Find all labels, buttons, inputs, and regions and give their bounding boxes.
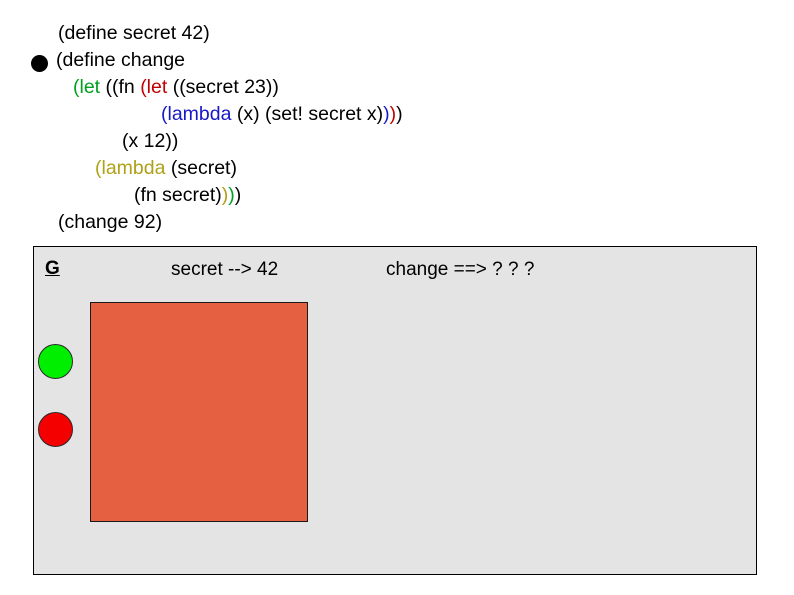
code-token: (secret) (165, 157, 237, 179)
code-token: ) (389, 103, 397, 125)
code-token: ((secret 23)) (167, 76, 279, 98)
code-token: (fn secret) (134, 184, 222, 206)
binding-change: change ==> ? ? ? (386, 259, 535, 280)
red-env-circle (38, 412, 73, 447)
code-token: (define secret 42) (58, 22, 210, 44)
code-token: ((fn (100, 76, 141, 98)
environment-diagram-panel: G secret --> 42 change ==> ? ? ? (33, 246, 757, 575)
code-line: (define change (56, 47, 185, 74)
code-listing: (define secret 42) (define change (let ((f… (0, 0, 794, 240)
code-line: (fn secret)))) (134, 182, 241, 209)
code-line: (lambda (x) (set! secret x)))) (161, 101, 403, 128)
code-line: (change 92) (58, 209, 162, 236)
closure-box (90, 302, 308, 522)
code-token: (define change (56, 49, 186, 71)
code-token: (let (73, 76, 101, 98)
code-token: ) (396, 103, 403, 125)
binding-secret: secret --> 42 (171, 259, 279, 280)
code-token: (change 92) (58, 211, 163, 233)
code-line: (x 12)) (122, 128, 178, 155)
code-token: ) (228, 184, 235, 206)
code-token: (let (140, 76, 168, 98)
global-environment-label: G (45, 258, 60, 279)
green-env-circle (38, 344, 73, 379)
code-line: (let ((fn (let ((secret 23)) (73, 74, 279, 101)
code-token: ) (383, 103, 390, 125)
code-token: (lambda (95, 157, 166, 179)
filled-circle-bullet-icon (31, 55, 48, 72)
code-token: ) (221, 184, 229, 206)
code-token: (x) (set! secret x) (231, 103, 384, 125)
code-line: (define secret 42) (58, 20, 210, 47)
code-token: (x 12)) (122, 130, 179, 152)
code-line: (lambda (secret) (95, 155, 237, 182)
code-token: ) (234, 184, 242, 206)
code-token: (lambda (161, 103, 232, 125)
